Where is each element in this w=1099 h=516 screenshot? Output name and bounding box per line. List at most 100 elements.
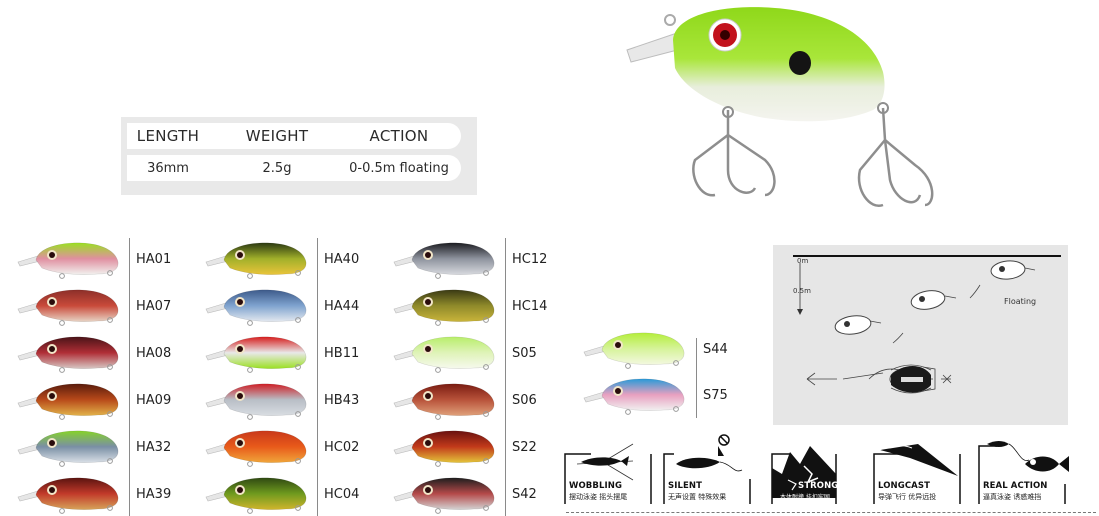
catalog-item: HC12 (392, 238, 552, 282)
spec-value-length: 36mm (147, 161, 189, 176)
spec-value-weight: 2.5g (262, 161, 292, 176)
real-action-icon (978, 441, 1069, 504)
catalog-item-code: HC12 (512, 252, 548, 267)
catalog-item: HC02 (204, 426, 364, 470)
catalog-item-code: HA01 (136, 252, 172, 267)
feature-name: WOBBLING (569, 481, 623, 491)
feature-sub: 本体耐撞 挂扣牢固 (780, 494, 830, 501)
feature-longcast: LONGCAST 导弹飞行 优异远投 (872, 434, 964, 504)
feature-real-action: REAL ACTION 逼真泳姿 诱惑难挡 (977, 434, 1069, 504)
catalog-item: S75 (582, 374, 742, 418)
column-divider (317, 238, 318, 516)
lure-icon (393, 336, 495, 373)
feature-sub: 无声设置 特殊效果 (668, 493, 727, 501)
column-divider (129, 238, 130, 516)
lure-icon (205, 289, 307, 326)
catalog-item-code: S75 (703, 388, 728, 403)
feature-name: SILENT (668, 481, 703, 491)
catalog-item: HC04 (204, 473, 364, 516)
feature-sub: 逼真泳姿 诱惑难挡 (983, 493, 1042, 501)
longcast-icon (873, 444, 961, 504)
lure-icon (17, 242, 119, 279)
spec-header-length: LENGTH (136, 127, 200, 145)
lure-icon (393, 289, 495, 326)
catalog-item-code: S05 (512, 346, 537, 361)
catalog-item-code: HA07 (136, 299, 172, 314)
catalog-item-code: S22 (512, 440, 537, 455)
spec-header-action: ACTION (369, 127, 429, 145)
hero-lure-image (615, 0, 955, 225)
feature-name: LONGCAST (878, 481, 930, 491)
hero-lure-icon (626, 7, 934, 207)
spec-value-action: 0-0.5m floating (349, 161, 449, 176)
feature-wobbling: WOBBLING 摆动泳姿 摇头摆尾 (563, 434, 655, 504)
lure-icon (393, 477, 495, 514)
catalog-item: HA09 (16, 379, 176, 423)
feature-name: STRONG (798, 481, 839, 491)
lure-icon (205, 336, 307, 373)
spec-header-row: LENGTH WEIGHT ACTION (127, 123, 461, 149)
catalog-item: HC14 (392, 285, 552, 329)
depth-top-label: 0m (797, 257, 809, 265)
catalog-item-code: HA39 (136, 487, 172, 502)
lure-icon (17, 336, 119, 373)
lure-icon (17, 477, 119, 514)
catalog-item-code: HC02 (324, 440, 360, 455)
column-divider (505, 238, 506, 516)
catalog-item: S06 (392, 379, 552, 423)
spec-value-row: 36mm 2.5g 0-0.5m floating (127, 155, 461, 181)
catalog-item: S22 (392, 426, 552, 470)
lure-icon (583, 332, 685, 369)
feature-silent: SILENT 无声设置 特殊效果 (662, 434, 754, 504)
catalog-item-code: HB43 (324, 393, 360, 408)
catalog-item: HA44 (204, 285, 364, 329)
dashed-divider (566, 512, 1096, 513)
catalog-item-code: HA32 (136, 440, 172, 455)
feature-strip: WOBBLING 摆动泳姿 摇头摆尾 SILENT 无声设置 特殊效果 STRO… (563, 434, 1093, 516)
catalog-item-code: HC04 (324, 487, 360, 502)
catalog-item: HA40 (204, 238, 364, 282)
spec-table: LENGTH WEIGHT ACTION 36mm 2.5g 0-0.5m fl… (121, 117, 477, 195)
catalog-item: HB11 (204, 332, 364, 376)
lure-icon (583, 378, 685, 415)
catalog-item: HA01 (16, 238, 176, 282)
catalog-item-code: HC14 (512, 299, 548, 314)
depth-bottom-label: 0.5m (793, 287, 811, 295)
lure-icon (393, 242, 495, 279)
catalog-item: HA07 (16, 285, 176, 329)
catalog-item-code: S06 (512, 393, 537, 408)
lure-icon (205, 383, 307, 420)
action-diagram: 0m 0.5m Floating (773, 245, 1068, 425)
silent-icon (663, 434, 751, 504)
catalog-item: HA32 (16, 426, 176, 470)
catalog-item-code: S44 (703, 342, 728, 357)
feature-sub: 摆动泳姿 摇头摆尾 (569, 493, 628, 501)
spec-header-weight: WEIGHT (245, 127, 309, 145)
lure-icon (205, 242, 307, 279)
lure-icon (17, 289, 119, 326)
wobbling-icon (564, 443, 652, 504)
catalog-item-code: HA44 (324, 299, 360, 314)
catalog-item-code: HA09 (136, 393, 172, 408)
lure-icon (393, 430, 495, 467)
action-diagram-icon (793, 255, 1061, 394)
lure-icon (17, 383, 119, 420)
catalog-item-code: HB11 (324, 346, 360, 361)
column-divider (696, 338, 697, 418)
catalog-item: S05 (392, 332, 552, 376)
catalog-item-code: HA40 (324, 252, 360, 267)
strong-icon (771, 446, 837, 504)
floating-label: Floating (1004, 297, 1037, 306)
lure-icon (393, 383, 495, 420)
catalog-item-code: S42 (512, 487, 537, 502)
feature-strong: STRONG 本体耐撞 挂扣牢固 (770, 434, 862, 504)
lure-icon (205, 477, 307, 514)
catalog-item: HB43 (204, 379, 364, 423)
catalog-item: S44 (582, 328, 742, 372)
catalog-item: HA39 (16, 473, 176, 516)
lure-icon (205, 430, 307, 467)
lure-icon (17, 430, 119, 467)
